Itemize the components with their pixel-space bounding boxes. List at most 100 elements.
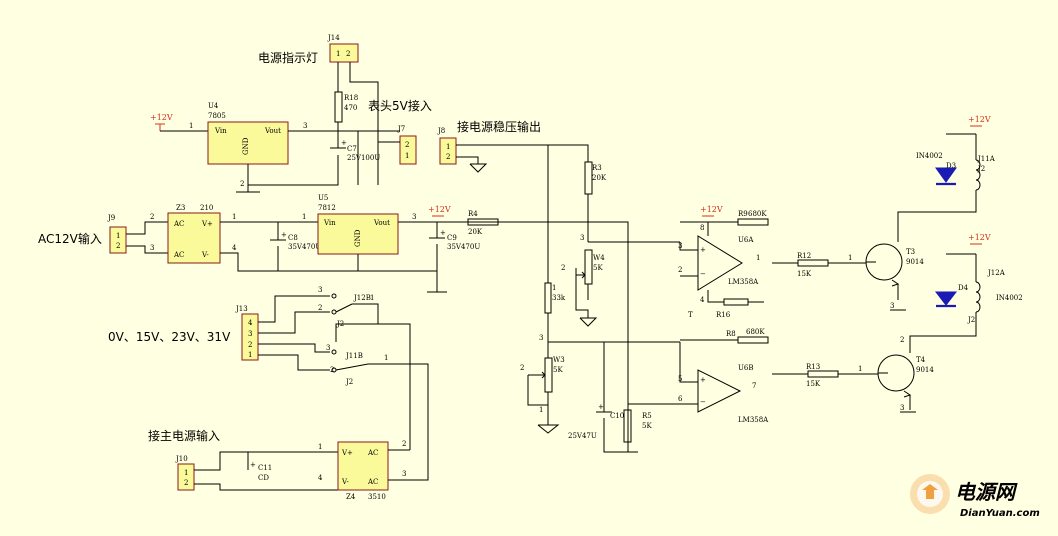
t4-value: 9014 — [916, 366, 934, 374]
j12a-j2: J2 — [967, 316, 975, 324]
r18-resistor — [334, 91, 343, 123]
r8-resistor — [737, 336, 769, 344]
c10-value: 25V47U — [568, 432, 597, 440]
svg-text:1: 1 — [248, 351, 252, 359]
j10-connector — [177, 463, 195, 491]
c8-ref: C8 — [288, 234, 298, 242]
w3-potentiometer — [544, 357, 553, 393]
svg-text:3: 3 — [326, 344, 330, 352]
j12b-j2: J2 — [336, 320, 344, 328]
svg-text:2: 2 — [346, 50, 350, 58]
r1-value: 33k — [552, 294, 566, 302]
c7-value: 25V100U — [347, 154, 380, 162]
svg-text:2: 2 — [561, 264, 565, 272]
z3-value: 210 — [200, 204, 213, 212]
d4-ref: D4 — [958, 284, 969, 292]
j11a-ref: J11A — [977, 155, 996, 163]
r9-resistor — [737, 218, 769, 226]
d3-value: IN4002 — [916, 152, 943, 160]
r1-ref: 1 — [552, 284, 556, 292]
svg-text:+: + — [598, 403, 604, 411]
u4-regulator — [207, 121, 289, 165]
svg-text:1: 1 — [446, 143, 450, 151]
t3-ref: T3 — [906, 248, 915, 256]
j13-ref: J13 — [235, 305, 248, 313]
j11a-j2: J2 — [977, 165, 985, 173]
w4-potentiometer — [584, 249, 593, 285]
u5-regulator — [317, 213, 399, 255]
c8-value: 35V470U — [288, 243, 321, 251]
svg-text:+: + — [700, 246, 706, 254]
svg-text:2: 2 — [900, 336, 904, 344]
svg-text:3: 3 — [890, 302, 894, 310]
svg-text:GND: GND — [354, 229, 362, 247]
power-12v-u5: +12V — [428, 205, 451, 214]
z4-ref: Z4 — [346, 493, 356, 501]
d3-diode — [935, 167, 957, 183]
r18-value: 470 — [344, 104, 357, 112]
r13-resistor — [807, 370, 839, 378]
j12a-coil — [975, 281, 981, 313]
svg-text:2: 2 — [678, 266, 682, 274]
power-12v-d3: +12V — [968, 115, 991, 124]
u6b-value: LM358A — [738, 416, 769, 424]
svg-text:1: 1 — [539, 406, 543, 414]
svg-text:4: 4 — [318, 474, 323, 482]
svg-text:1: 1 — [370, 294, 374, 302]
j9-connector — [109, 226, 127, 254]
svg-text:Vin: Vin — [214, 127, 227, 135]
j13-connector — [241, 313, 259, 361]
svg-text:Vout: Vout — [373, 219, 390, 227]
r16-resistor — [723, 298, 749, 306]
j7-connector — [399, 135, 417, 165]
j11b-switch — [335, 363, 369, 371]
r18-ref: R18 — [344, 94, 358, 102]
c9-value: 35V470U — [447, 243, 480, 251]
u6a-value: LM358A — [728, 278, 759, 286]
d4-diode — [934, 291, 958, 306]
r12-ref: R12 — [797, 252, 811, 260]
r5-value: 5K — [642, 422, 652, 430]
u6b-ref: U6B — [738, 364, 754, 372]
r3-ref: R3 — [592, 164, 602, 172]
svg-text:2: 2 — [402, 440, 406, 448]
svg-text:AC: AC — [367, 478, 378, 486]
svg-text:2: 2 — [248, 341, 252, 349]
j9-ref: J9 — [107, 214, 115, 222]
t3-value: 9014 — [906, 258, 924, 266]
r3-value: 20K — [592, 174, 607, 182]
w3-value: 5K — [553, 366, 563, 374]
svg-text:3: 3 — [318, 286, 322, 294]
svg-text:6: 6 — [678, 395, 683, 403]
svg-text:1: 1 — [336, 50, 340, 58]
svg-text:−: − — [700, 270, 706, 278]
j12a-ref: J12A — [987, 269, 1006, 277]
svg-text:2: 2 — [405, 141, 409, 149]
svg-text:2: 2 — [184, 479, 188, 487]
z3-ref: Z3 — [176, 204, 185, 212]
r12-resistor — [797, 259, 829, 267]
j12b-ref: J12B — [353, 294, 371, 302]
r8-value: 680K — [746, 328, 765, 336]
svg-text:2: 2 — [446, 153, 450, 161]
svg-text:1: 1 — [848, 254, 852, 262]
svg-text:1: 1 — [184, 469, 188, 477]
power-12v-d4: +12V — [968, 233, 991, 242]
svg-text:AC: AC — [173, 220, 184, 228]
u5-value: 7812 — [318, 204, 336, 212]
r5-resistor — [623, 409, 632, 443]
svg-text:3: 3 — [580, 234, 584, 242]
svg-text:4: 4 — [232, 244, 237, 252]
c7-ref: C7 — [347, 145, 357, 153]
svg-text:3: 3 — [402, 470, 406, 478]
svg-text:8: 8 — [700, 224, 704, 232]
j7-ref: J7 — [397, 125, 405, 133]
svg-text:AC: AC — [173, 251, 184, 259]
r12-value: 15K — [797, 270, 812, 278]
j10-ref: J10 — [175, 455, 188, 463]
label-t: T — [688, 311, 693, 319]
svg-text:AC: AC — [367, 449, 378, 457]
u6a-opamp — [697, 235, 743, 291]
svg-text:3: 3 — [248, 330, 252, 338]
